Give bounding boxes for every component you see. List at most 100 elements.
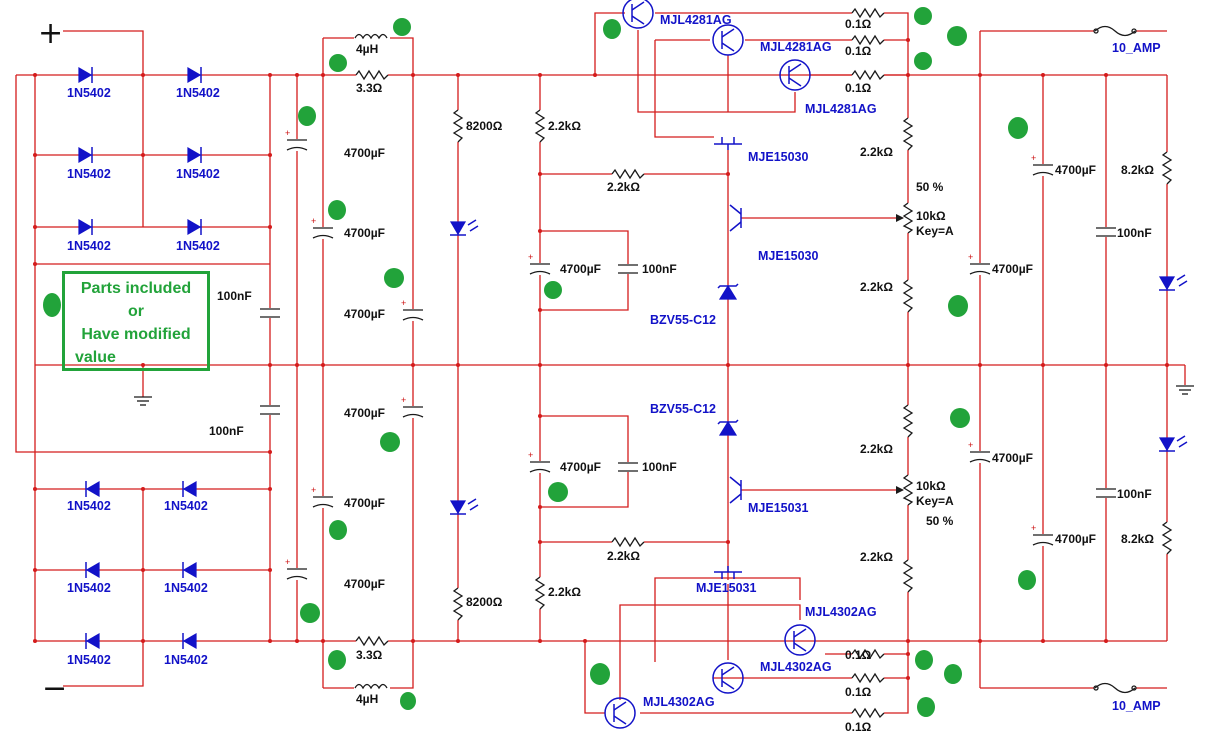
label-pot-bot-value: 10kΩ <box>916 479 946 493</box>
resistor-8k2-bot[interactable] <box>1161 521 1173 555</box>
diode-1n5402-8[interactable] <box>182 480 197 498</box>
capacitor-out-nf-1[interactable] <box>1095 227 1117 237</box>
resistor-emitter-1[interactable] <box>851 7 885 19</box>
label-r22g: 2.2kΩ <box>860 442 893 456</box>
capacitor-out-3[interactable]: + <box>1031 153 1055 176</box>
label-c3: 4700µF <box>344 307 385 321</box>
label-drv-bot-2: MJE15031 <box>696 581 757 595</box>
transistor-mje15030-2[interactable] <box>729 204 742 232</box>
label-r22h: 2.2kΩ <box>860 550 893 564</box>
resistor-2k2-h[interactable] <box>902 559 914 593</box>
inductor-top[interactable] <box>354 33 390 42</box>
resistor-3-3-bot[interactable] <box>355 635 389 647</box>
diode-1n5402-4[interactable] <box>187 146 202 164</box>
capacitor-100nf-2[interactable] <box>259 405 281 415</box>
resistor-8200-top[interactable] <box>452 109 464 143</box>
capacitor-c-filter-4[interactable]: + <box>401 395 425 418</box>
diode-1n5402-12[interactable] <box>182 632 197 650</box>
zener-bottom[interactable] <box>717 419 739 436</box>
transistor-mje15031-2[interactable] <box>714 566 742 579</box>
led-top-right[interactable] <box>1158 274 1188 291</box>
diode-1n5402-9[interactable] <box>85 561 100 579</box>
resistor-emitter-3[interactable] <box>851 69 885 81</box>
transistor-mjl4281ag-2[interactable] <box>712 24 744 56</box>
transistor-mje15031-1[interactable] <box>729 476 742 504</box>
capacitor-out-1[interactable]: + <box>968 252 992 275</box>
svg-text:+: + <box>311 216 316 226</box>
label-zener-top: BZV55-C12 <box>650 313 716 327</box>
label-r-in-bot: 3.3Ω <box>356 648 383 662</box>
potentiometer-top[interactable] <box>896 202 914 234</box>
transistor-mjl4302ag-2[interactable] <box>712 662 744 694</box>
capacitor-driver-top-nf[interactable] <box>617 264 639 274</box>
capacitor-100nf-1[interactable] <box>259 308 281 318</box>
label-pot-bot-pct: 50 % <box>926 514 954 528</box>
led-bot-right[interactable] <box>1158 435 1188 452</box>
label-c10: 4700µF <box>992 451 1033 465</box>
diode-1n5402-5[interactable] <box>78 218 93 236</box>
resistor-2k2-f[interactable] <box>902 279 914 313</box>
capacitor-out-nf-2[interactable] <box>1095 488 1117 498</box>
resistor-3-3-top[interactable] <box>355 69 389 81</box>
transistor-mjl4302ag-1[interactable] <box>784 624 816 656</box>
diode-1n5402-2[interactable] <box>187 66 202 84</box>
resistor-2k2-e[interactable] <box>902 117 914 151</box>
resistor-2k2-b[interactable] <box>534 576 546 610</box>
capacitor-out-2[interactable]: + <box>968 440 992 463</box>
diode-1n5402-3[interactable] <box>78 146 93 164</box>
diode-1n5402-11[interactable] <box>85 632 100 650</box>
label-c2: 4700µF <box>344 226 385 240</box>
potentiometer-bot[interactable] <box>896 474 914 506</box>
label-re5: 0.1Ω <box>845 685 872 699</box>
label-drv-top-1: MJE15030 <box>748 150 809 164</box>
capacitor-c-filter-2[interactable]: + <box>311 485 335 508</box>
inductor-bottom[interactable] <box>354 683 390 692</box>
resistor-emitter-5[interactable] <box>851 672 885 684</box>
capacitor-c-in-top[interactable]: + <box>285 128 309 151</box>
label-c6: 4700µF <box>344 577 385 591</box>
capacitor-c-filter-3[interactable]: + <box>401 298 425 321</box>
transistor-mje15030-1[interactable] <box>714 137 742 150</box>
fuse-top[interactable] <box>1093 24 1137 38</box>
label-q6: MJL4302AG <box>643 695 715 709</box>
resistor-8k2-top[interactable] <box>1161 151 1173 185</box>
capacitor-c-in-bot[interactable]: + <box>285 557 309 580</box>
led-bot-left[interactable] <box>449 498 479 515</box>
transistor-mjl4302ag-3[interactable] <box>604 697 636 729</box>
label-pot-top-key: Key=A <box>916 224 954 238</box>
label-c5: 4700µF <box>344 496 385 510</box>
diode-1n5402-10[interactable] <box>182 561 197 579</box>
resistor-2k2-a[interactable] <box>534 109 546 143</box>
label-c12: 4700µF <box>1055 532 1096 546</box>
resistor-2k2-d[interactable] <box>611 536 645 548</box>
capacitor-driver-top[interactable]: + <box>528 252 552 275</box>
capacitor-driver-bot[interactable]: + <box>528 450 552 473</box>
svg-text:+: + <box>968 252 973 262</box>
transistor-mjl4281ag-1[interactable] <box>622 0 654 29</box>
capacitor-out-4[interactable]: + <box>1031 523 1055 546</box>
transistor-mjl4281ag-3[interactable] <box>779 59 811 91</box>
label-d6: 1N5402 <box>176 239 220 253</box>
label-q5: MJL4302AG <box>760 660 832 674</box>
label-zener-bot: BZV55-C12 <box>650 402 716 416</box>
led-top-left[interactable] <box>449 219 479 236</box>
resistor-emitter-6[interactable] <box>851 707 885 719</box>
svg-text:+: + <box>1031 153 1036 163</box>
label-l-top: 4µH <box>356 42 378 56</box>
zener-top[interactable] <box>717 283 739 300</box>
label-r22a: 2.2kΩ <box>548 119 581 133</box>
capacitor-driver-bot-nf[interactable] <box>617 462 639 472</box>
resistor-emitter-2[interactable] <box>851 34 885 46</box>
resistor-2k2-c[interactable] <box>611 168 645 180</box>
diode-1n5402-6[interactable] <box>187 218 202 236</box>
capacitor-c-filter-1[interactable]: + <box>311 216 335 239</box>
diode-1n5402-7[interactable] <box>85 480 100 498</box>
resistor-emitter-4[interactable] <box>851 648 885 660</box>
label-r-in-top: 3.3Ω <box>356 81 383 95</box>
label-n6: 100nF <box>1117 487 1152 501</box>
resistor-2k2-g[interactable] <box>902 404 914 438</box>
diode-1n5402-1[interactable] <box>78 66 93 84</box>
label-re6: 0.1Ω <box>845 720 872 733</box>
fuse-bottom[interactable] <box>1093 681 1137 695</box>
resistor-8200-bot[interactable] <box>452 587 464 621</box>
